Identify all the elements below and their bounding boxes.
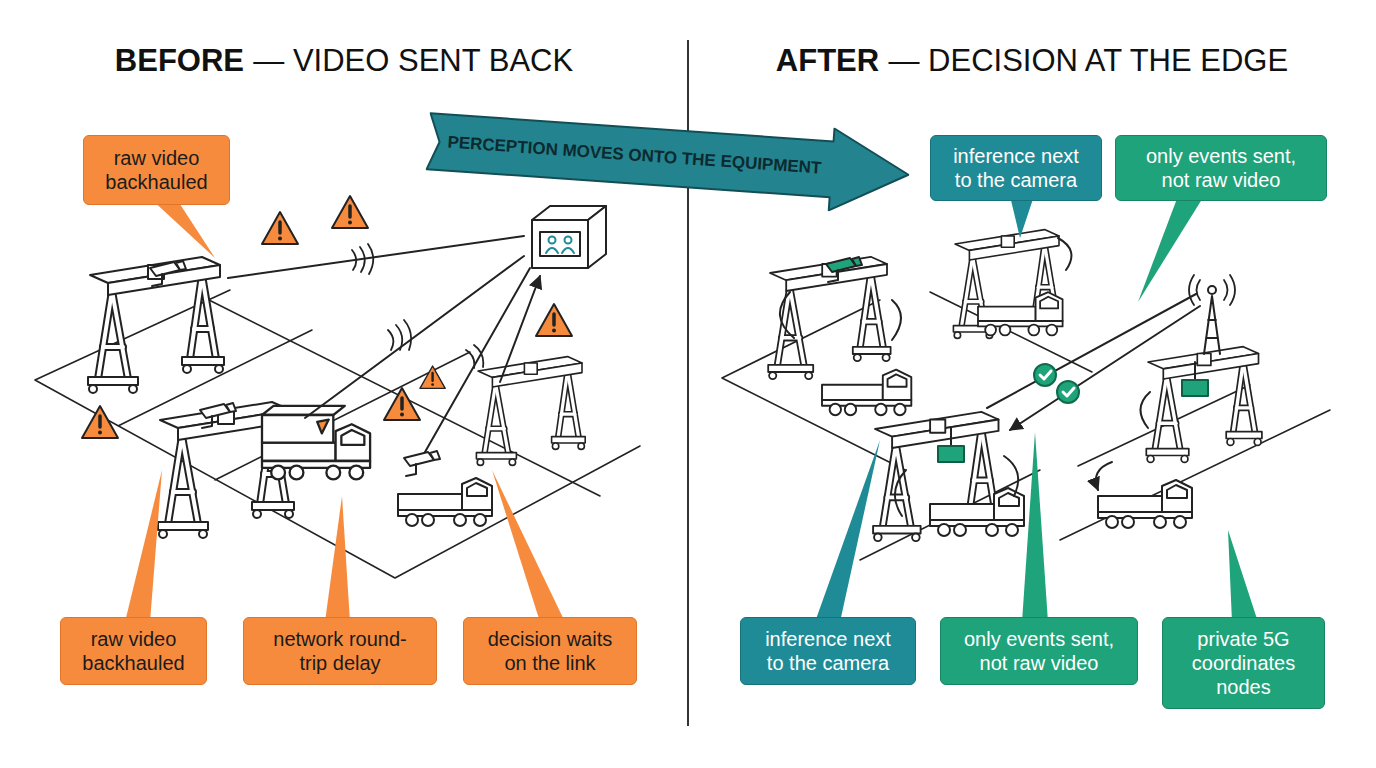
heading-keyword: BEFORE <box>115 43 244 78</box>
callout-box: decision waits on the link <box>463 617 637 685</box>
camera <box>404 451 440 476</box>
callout-box: inference next to the camera <box>930 135 1102 201</box>
gantry-crane <box>953 230 1062 339</box>
after-scene <box>722 230 1330 560</box>
callout-text: only events sent, not raw video <box>959 627 1119 675</box>
antenna-tower <box>1189 275 1235 354</box>
callout-box: only events sent, not raw video <box>940 617 1138 685</box>
callout-box: only events sent, not raw video <box>1115 135 1327 201</box>
callout-box: raw video backhauled <box>60 617 207 685</box>
local-action-arrows <box>780 238 1150 516</box>
truck <box>822 370 911 416</box>
banner-arrow: PERCEPTION MOVES ONTO THE EQUIPMENT <box>425 99 913 216</box>
callout-text: private 5G coordinates nodes <box>1184 627 1304 699</box>
check-icon <box>1034 364 1056 386</box>
gantry-crane <box>88 257 224 393</box>
callout-pointers <box>125 196 1258 622</box>
warning-icon <box>536 304 572 336</box>
heading-row: AFTER — DECISION AT THE EDGE <box>688 42 1376 79</box>
callout-text: inference next to the camera <box>759 627 897 675</box>
edge-spreader <box>938 428 964 462</box>
callout-box: private 5G coordinates nodes <box>1162 617 1325 709</box>
callout-text: network round-trip delay <box>268 627 413 675</box>
truck <box>978 292 1063 335</box>
callout-box: inference next to the camera <box>740 617 916 685</box>
check-icon <box>1057 381 1079 403</box>
truck <box>930 488 1024 536</box>
edge-spreader <box>1182 362 1208 396</box>
callout-text: raw video backhauled <box>79 627 189 675</box>
event-links <box>987 294 1200 430</box>
gantry-crane <box>768 257 890 379</box>
gantry-crane <box>1146 347 1262 463</box>
signal-waves <box>352 244 483 368</box>
warning-icon <box>82 406 118 438</box>
truck <box>398 478 492 526</box>
heading-text: — VIDEO SENT BACK <box>253 43 573 78</box>
callout-text: inference next to the camera <box>947 144 1085 192</box>
callout-box: raw video backhauled <box>83 135 230 205</box>
warning-icon <box>420 366 445 388</box>
callout-box: network round-trip delay <box>243 617 437 685</box>
backhaul-arrows <box>228 236 540 452</box>
warning-icon <box>262 212 298 244</box>
yard-lanes <box>722 292 1330 560</box>
control-room <box>532 206 606 268</box>
heading-keyword: AFTER <box>776 43 879 78</box>
gantry-crane <box>476 357 585 466</box>
callout-text: raw video backhauled <box>102 146 212 194</box>
before-scene <box>35 196 640 578</box>
callout-text: only events sent, not raw video <box>1141 144 1301 192</box>
banner-arrow-outline <box>426 100 912 215</box>
warning-icon <box>332 196 368 228</box>
warning-icon <box>384 388 420 420</box>
callout-text: decision waits on the link <box>483 627 618 675</box>
edge-camera <box>826 257 862 282</box>
camera <box>200 403 236 428</box>
truck <box>1098 480 1192 528</box>
camera <box>150 261 186 286</box>
heading-row: BEFORE — VIDEO SENT BACK <box>0 42 688 79</box>
heading-text: — DECISION AT THE EDGE <box>888 43 1288 78</box>
container-truck <box>262 406 370 480</box>
